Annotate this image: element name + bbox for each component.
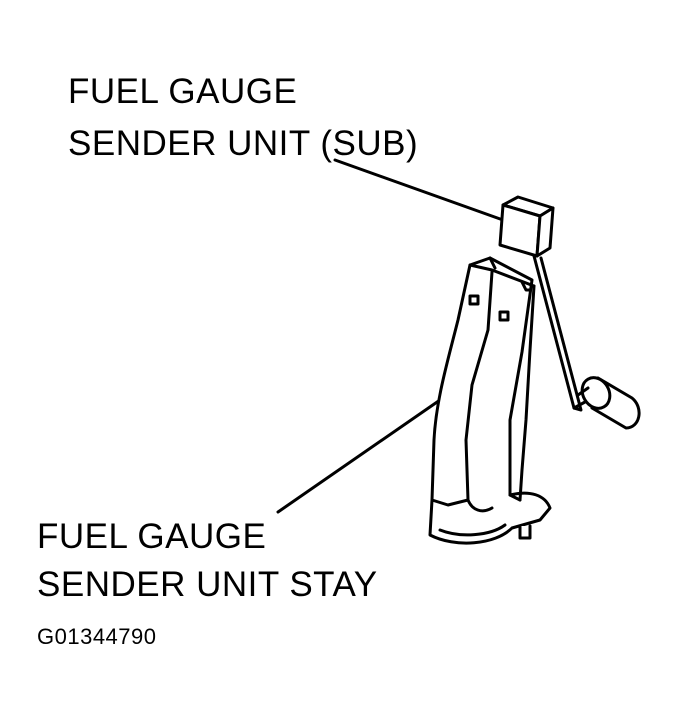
leader-line-sub (333, 158, 505, 222)
sender-unit-sub-box (498, 195, 555, 258)
label-sender-unit-stay-line1: FUEL GAUGE (37, 517, 267, 556)
figure-code: G01344790 (37, 624, 157, 649)
label-sender-unit-stay-line2: SENDER UNIT STAY (37, 565, 378, 604)
float-cylinder (576, 376, 641, 430)
leader-line-stay (276, 398, 442, 514)
label-sender-unit-sub-line1: FUEL GAUGE (68, 72, 298, 111)
sender-unit-stay (428, 256, 552, 545)
label-sender-unit-sub-line2: SENDER UNIT (SUB) (68, 124, 419, 163)
